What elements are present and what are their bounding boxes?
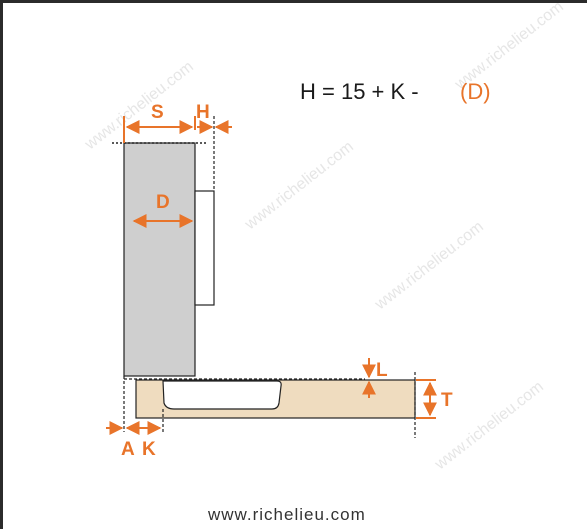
label-s: S	[151, 102, 164, 123]
door-panel	[123, 142, 196, 377]
label-t: T	[441, 390, 453, 411]
mounting-plate-slot	[162, 380, 282, 410]
frame-border-top	[0, 0, 587, 3]
label-h: H	[196, 102, 210, 123]
watermark: www.richelieu.com	[81, 58, 197, 154]
formula-term-d: (D)	[460, 79, 491, 104]
label-k: K	[142, 439, 156, 460]
watermark: www.richelieu.com	[241, 138, 357, 234]
formula-expression: H = 15 + K -	[300, 79, 419, 104]
frame-border-left	[0, 0, 3, 529]
watermark: www.richelieu.com	[371, 218, 487, 314]
website-url: www.richelieu.com	[207, 505, 366, 524]
label-d: D	[156, 192, 170, 213]
hinge-cup	[194, 190, 215, 306]
label-l: L	[376, 360, 388, 381]
label-a: A	[121, 439, 135, 460]
